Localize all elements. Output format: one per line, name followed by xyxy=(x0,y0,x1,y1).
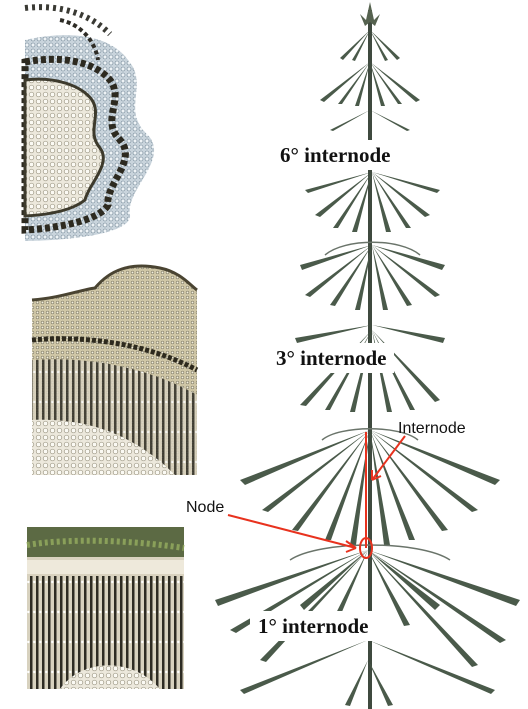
internode-6-label: 6° internode xyxy=(272,140,398,170)
cross-section-middle xyxy=(32,258,197,475)
internode-3-label: 3° internode xyxy=(268,343,394,373)
cross-section-top xyxy=(25,4,160,241)
internode-arrow-line xyxy=(372,436,405,480)
cross-section-bottom xyxy=(27,527,184,689)
internode-1-label: 1° internode xyxy=(250,611,376,641)
internode-callout-label: Internode xyxy=(398,420,466,438)
node-callout-label: Node xyxy=(186,499,224,517)
